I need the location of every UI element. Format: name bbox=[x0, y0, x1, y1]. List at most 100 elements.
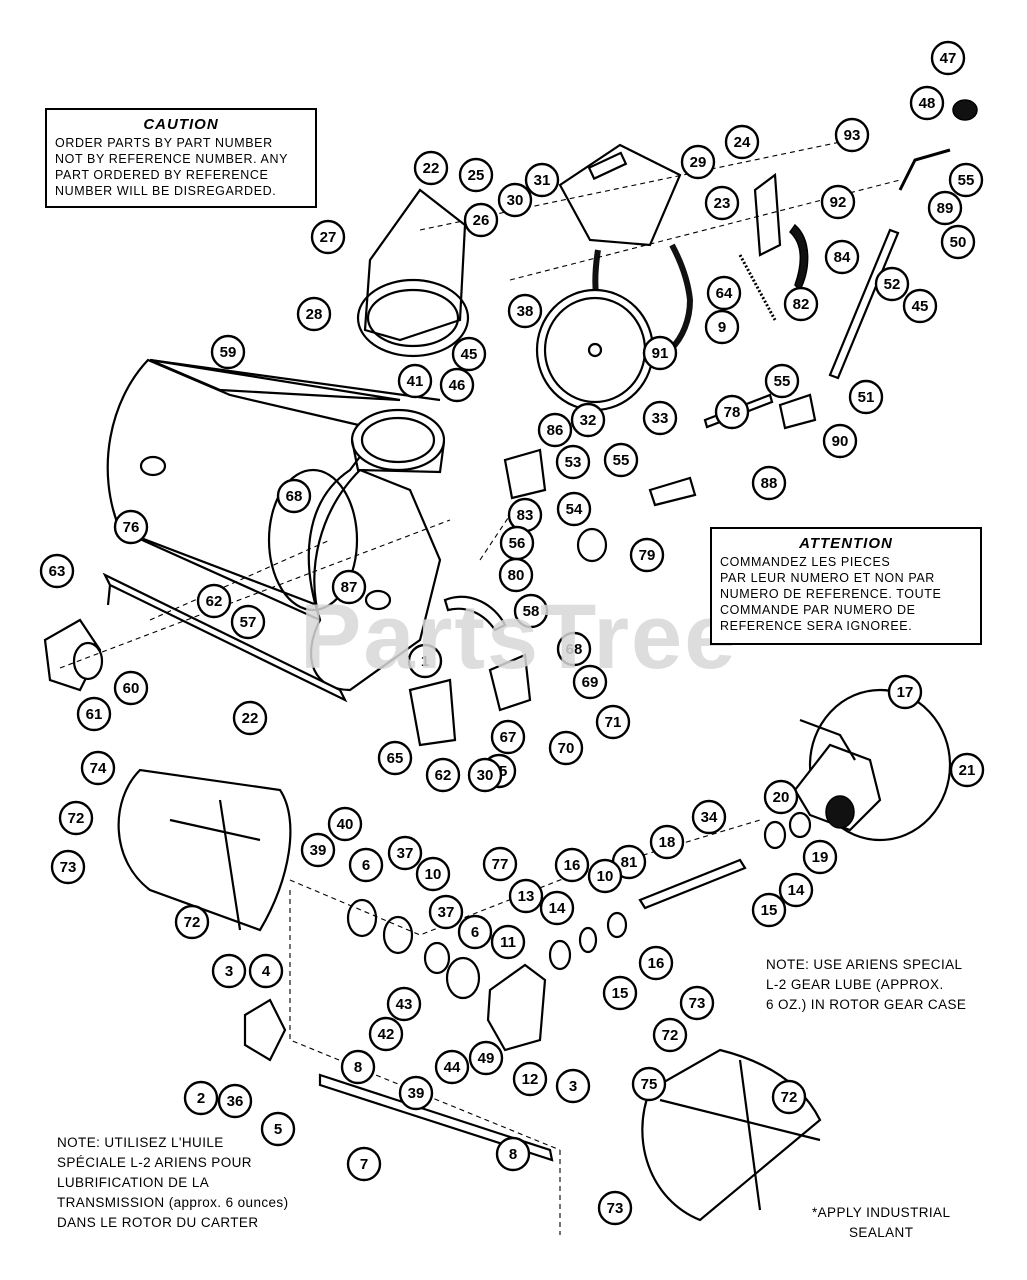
callout-circle bbox=[642, 400, 678, 436]
callout-circle bbox=[642, 335, 678, 371]
callout-number: 72 bbox=[68, 810, 85, 827]
callout-circle bbox=[714, 394, 750, 430]
callout-40: 40 bbox=[327, 806, 363, 842]
callout-number: 79 bbox=[639, 547, 656, 564]
callout-number: 10 bbox=[425, 866, 442, 883]
callout-circle bbox=[940, 224, 976, 260]
belt-cover bbox=[558, 143, 682, 247]
callout-61: 61 bbox=[76, 696, 112, 732]
callout-circle bbox=[183, 1080, 219, 1116]
callout-circle bbox=[513, 593, 549, 629]
callout-circle bbox=[407, 643, 443, 679]
callout-number: 49 bbox=[478, 1050, 495, 1067]
callout-number: 17 bbox=[897, 684, 914, 701]
callout-circle bbox=[463, 202, 499, 238]
attention-line: COMMANDEZ LES PIECES bbox=[720, 555, 891, 569]
callout-24: 24 bbox=[724, 124, 760, 160]
callout-number: 59 bbox=[220, 344, 237, 361]
callout-number: 64 bbox=[716, 285, 733, 302]
callout-72: 72 bbox=[174, 904, 210, 940]
callout-number: 62 bbox=[435, 767, 452, 784]
callout-circle bbox=[631, 1066, 667, 1102]
callout-86: 86 bbox=[537, 412, 573, 448]
callout-number: 1 bbox=[421, 653, 429, 670]
callout-number: 73 bbox=[607, 1200, 624, 1217]
note-line: SPÉCIALE L-2 ARIENS POUR bbox=[57, 1155, 252, 1170]
callout-58: 58 bbox=[513, 593, 549, 629]
callout-number: 83 bbox=[517, 507, 534, 524]
callout-41: 41 bbox=[397, 363, 433, 399]
callout-59: 59 bbox=[210, 334, 246, 370]
callout-number: 31 bbox=[534, 172, 551, 189]
callout-number: 89 bbox=[937, 200, 954, 217]
attention-line: COMMANDE PAR NUMERO DE bbox=[720, 603, 916, 617]
callout-8: 8 bbox=[340, 1049, 376, 1085]
callout-circle bbox=[629, 537, 665, 573]
callout-number: 92 bbox=[830, 194, 847, 211]
callout-number: 15 bbox=[612, 985, 629, 1002]
callout-number: 3 bbox=[225, 963, 233, 980]
callout-circle bbox=[572, 664, 608, 700]
callout-76: 76 bbox=[113, 509, 149, 545]
callout-number: 29 bbox=[690, 154, 707, 171]
callout-number: 77 bbox=[492, 856, 509, 873]
callout-43: 43 bbox=[386, 986, 422, 1022]
mount-bracket bbox=[503, 448, 547, 500]
callout-62: 62 bbox=[196, 583, 232, 619]
callout-20: 20 bbox=[763, 779, 799, 815]
callout-48: 48 bbox=[909, 85, 945, 121]
callout-number: 74 bbox=[90, 760, 107, 777]
bearing-set bbox=[346, 795, 855, 1000]
callout-number: 67 bbox=[500, 729, 517, 746]
callout-number: 54 bbox=[566, 501, 583, 518]
callout-number: 19 bbox=[812, 849, 829, 866]
callout-69: 69 bbox=[572, 664, 608, 700]
callout-number: 16 bbox=[648, 955, 665, 972]
note-line: NOTE: UTILISEZ L'HUILE bbox=[57, 1135, 224, 1150]
callout-number: 81 bbox=[621, 854, 638, 871]
callout-circle bbox=[778, 872, 814, 908]
callout-circle bbox=[310, 219, 346, 255]
callout-circle bbox=[217, 1083, 253, 1119]
callout-number: 39 bbox=[408, 1085, 425, 1102]
callout-circle bbox=[763, 779, 799, 815]
note-line: DANS LE ROTOR DU CARTER bbox=[57, 1215, 259, 1230]
callout-number: 48 bbox=[919, 95, 936, 112]
callout-45: 45 bbox=[902, 288, 938, 324]
callout-number: 88 bbox=[761, 475, 778, 492]
callout-89: 89 bbox=[927, 190, 963, 226]
callout-circle bbox=[428, 894, 464, 930]
callout-number: 52 bbox=[884, 276, 901, 293]
callout-circle bbox=[458, 157, 494, 193]
callout-number: 86 bbox=[547, 422, 564, 439]
callout-number: 58 bbox=[523, 603, 540, 620]
french-lube-note: NOTE: UTILISEZ L'HUILE SPÉCIALE L-2 ARIE… bbox=[57, 1133, 288, 1233]
callout-circle bbox=[902, 288, 938, 324]
auger-right bbox=[641, 1048, 822, 1222]
callout-60: 60 bbox=[113, 670, 149, 706]
note-line: NOTE: USE ARIENS SPECIAL bbox=[766, 957, 963, 972]
callout-number: 53 bbox=[565, 454, 582, 471]
callout-62: 62 bbox=[425, 757, 461, 793]
callout-50: 50 bbox=[940, 224, 976, 260]
callout-number: 90 bbox=[832, 433, 849, 450]
callout-31: 31 bbox=[524, 162, 560, 198]
callout-77: 77 bbox=[482, 846, 518, 882]
callout-number: 42 bbox=[378, 1026, 395, 1043]
callout-circle bbox=[507, 293, 543, 329]
callout-circle bbox=[508, 878, 544, 914]
callout-42: 42 bbox=[368, 1016, 404, 1052]
callout-circle bbox=[679, 985, 715, 1021]
callout-circle bbox=[468, 1040, 504, 1076]
callout-circle bbox=[704, 309, 740, 345]
callout-circle bbox=[498, 557, 534, 593]
callout-circle bbox=[930, 40, 966, 76]
callout-number: 46 bbox=[449, 377, 466, 394]
callout-74: 74 bbox=[80, 750, 116, 786]
worm-gear bbox=[576, 527, 608, 563]
callout-circle bbox=[331, 569, 367, 605]
note-line: 6 OZ.) IN ROTOR GEAR CASE bbox=[766, 997, 967, 1012]
callout-circle bbox=[490, 719, 526, 755]
callout-53: 53 bbox=[555, 444, 591, 480]
callout-84: 84 bbox=[824, 239, 860, 275]
